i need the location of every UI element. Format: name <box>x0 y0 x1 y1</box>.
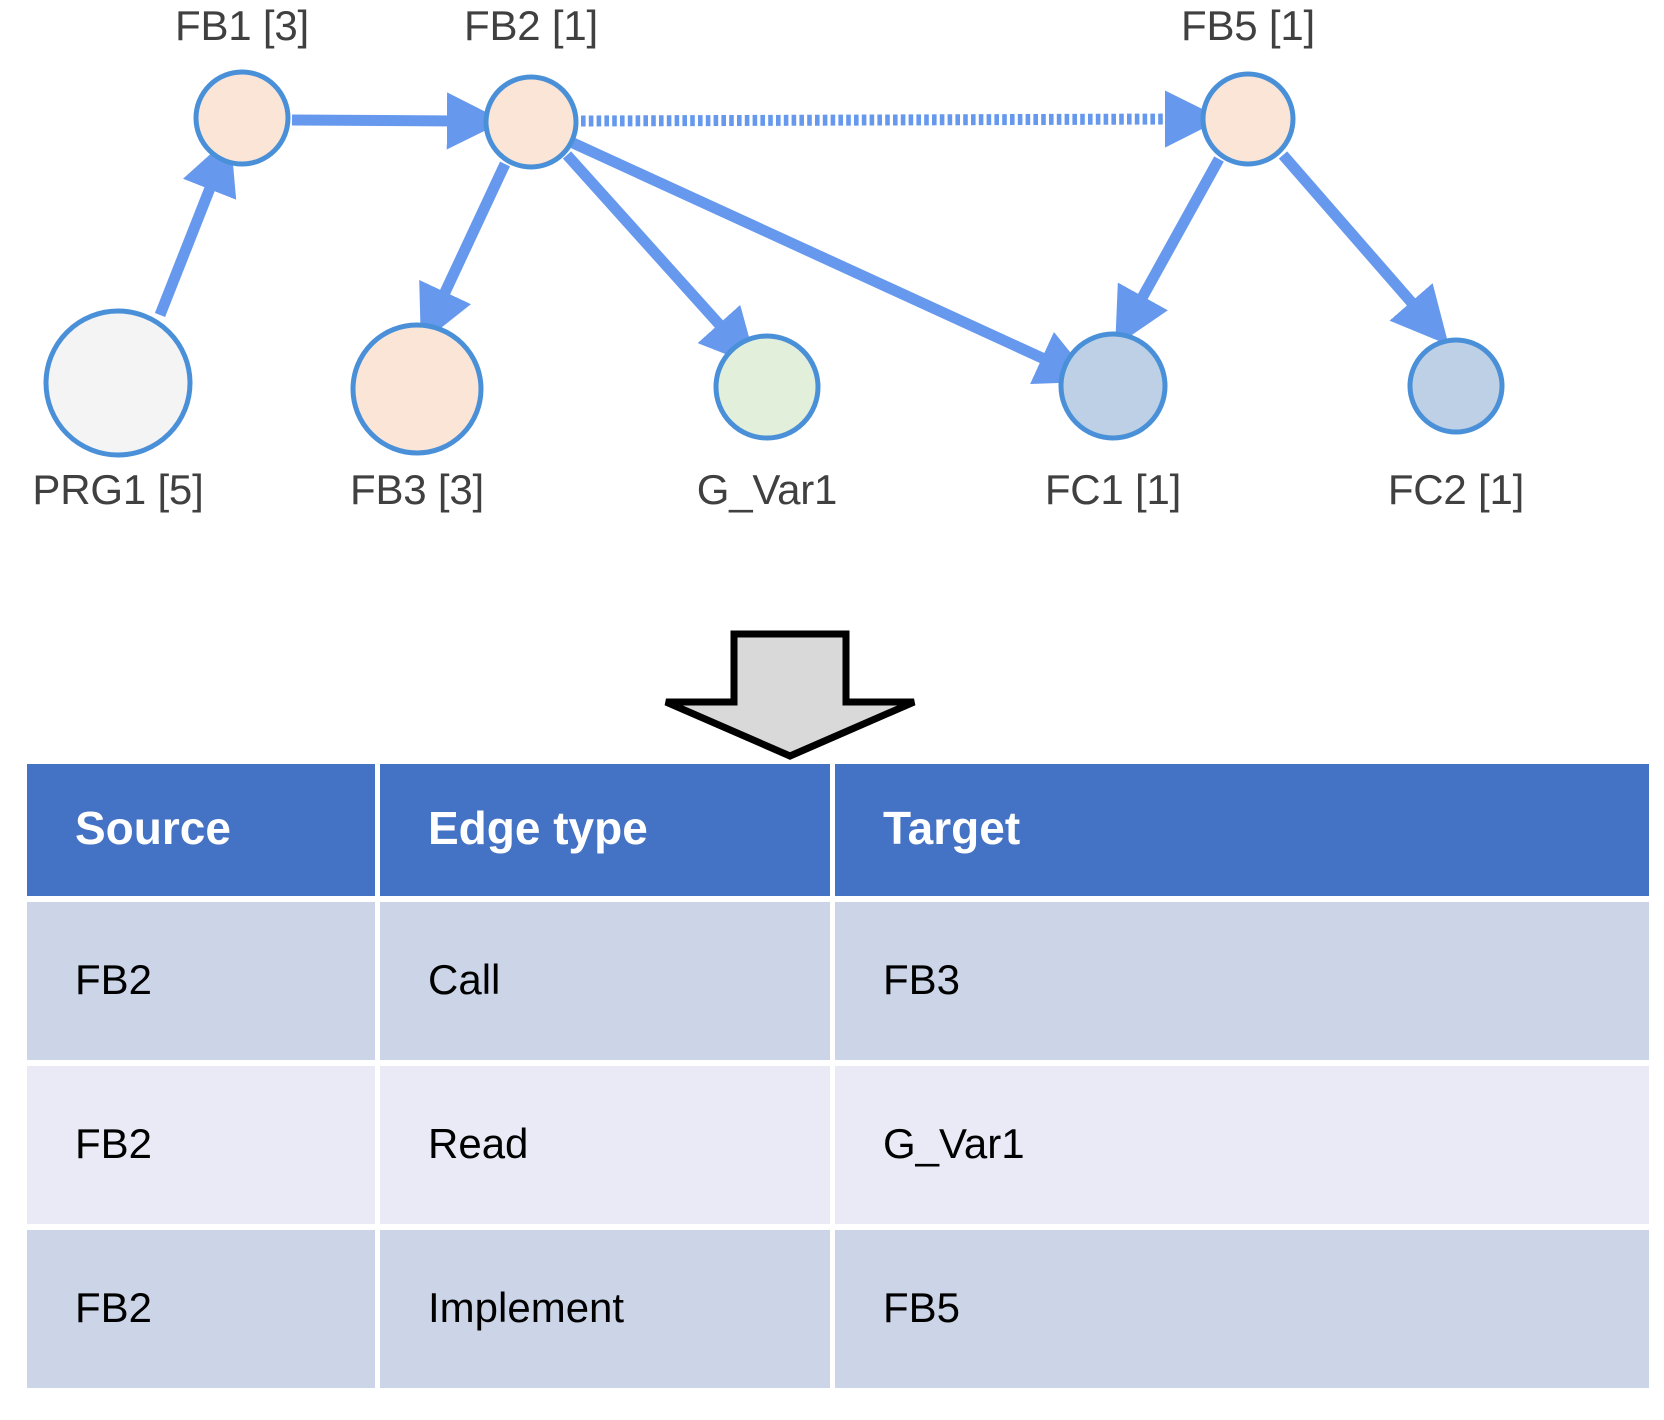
node-label-g-var1: G_Var1 <box>696 466 838 513</box>
edge-fb5-fc2 <box>1278 151 1449 345</box>
node-fb5[interactable] <box>1200 71 1296 167</box>
edge-table-container: Source Edge type Target FB2 Call FB3 FB2… <box>22 758 1649 1394</box>
cell-edge-type: Call <box>380 902 830 1060</box>
column-header-edge-type[interactable]: Edge type <box>380 764 830 896</box>
cell-target: FB5 <box>835 1230 1649 1388</box>
dependency-graph: FB1 [3] FB2 [1] FB5 [1] PRG1 [5] FB3 [3]… <box>0 0 1664 560</box>
node-fb3[interactable] <box>350 322 484 456</box>
node-fc2[interactable] <box>1407 337 1505 435</box>
column-header-target[interactable]: Target <box>835 764 1649 896</box>
node-fc1[interactable] <box>1058 331 1168 441</box>
node-label-fc2: FC2 [1] <box>1387 466 1525 513</box>
cell-source: FB2 <box>27 1230 375 1388</box>
cell-target: FB3 <box>835 902 1649 1060</box>
edge-fb1-fb2 <box>291 92 505 150</box>
cell-edge-type: Implement <box>380 1230 830 1388</box>
down-arrow-icon <box>664 630 916 760</box>
edge-fb5-fc1 <box>1115 156 1224 347</box>
node-label-fb3: FB3 [3] <box>350 466 484 513</box>
cell-target: G_Var1 <box>835 1066 1649 1224</box>
table-row[interactable]: FB2 Read G_Var1 <box>27 1066 1649 1224</box>
edge-fb2-fb3 <box>419 161 510 344</box>
edge-table: Source Edge type Target FB2 Call FB3 FB2… <box>22 758 1654 1394</box>
table-row[interactable]: FB2 Implement FB5 <box>27 1230 1649 1388</box>
node-label-fc1: FC1 [1] <box>1044 466 1182 513</box>
column-header-source[interactable]: Source <box>27 764 375 896</box>
edge-fb2-fb5 <box>580 90 1223 148</box>
edge-fb2-gvar1 <box>562 151 758 367</box>
node-label-fb5: FB5 [1] <box>1181 2 1315 49</box>
table-header-row: Source Edge type Target <box>27 764 1649 896</box>
node-fb1[interactable] <box>193 69 291 167</box>
graph-canvas <box>43 69 1505 458</box>
node-fb2[interactable] <box>483 74 579 170</box>
node-g-var1[interactable] <box>713 333 821 441</box>
nodes-layer <box>43 69 1505 458</box>
edges-layer <box>154 90 1449 384</box>
edge-prg1-fb1 <box>154 136 237 318</box>
node-label-fb2: FB2 [1] <box>464 2 598 49</box>
cell-edge-type: Read <box>380 1066 830 1224</box>
node-prg1[interactable] <box>43 308 193 458</box>
cell-source: FB2 <box>27 1066 375 1224</box>
table-row[interactable]: FB2 Call FB3 <box>27 902 1649 1060</box>
transform-arrow <box>650 560 1010 770</box>
node-label-prg1: PRG1 [5] <box>32 466 204 513</box>
edge-fb2-fc1 <box>570 138 1094 384</box>
cell-source: FB2 <box>27 902 375 1060</box>
node-label-fb1: FB1 [3] <box>175 2 309 49</box>
